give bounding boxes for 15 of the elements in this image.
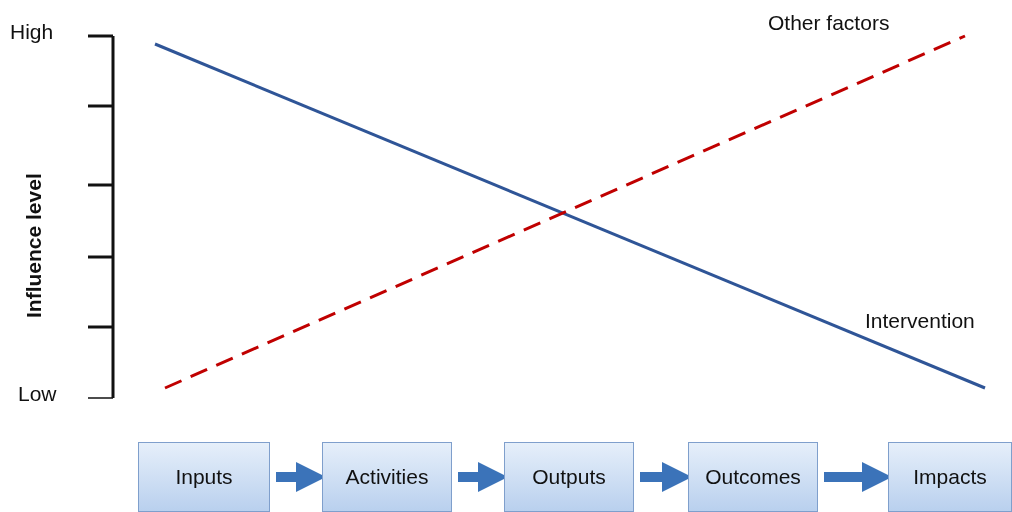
box-label: Outcomes: [705, 465, 801, 489]
process-box: [322, 442, 452, 512]
process-box: [888, 442, 1012, 512]
process-box: [504, 442, 634, 512]
axis-label: Low: [18, 382, 57, 406]
process-box: [138, 442, 270, 512]
process-box: [688, 442, 818, 512]
box-label: Activities: [345, 465, 429, 489]
axis-label: High: [10, 20, 54, 44]
box-label: Impacts: [913, 465, 987, 489]
line-label: Intervention: [865, 309, 975, 333]
axis-title: Influence level: [22, 173, 46, 318]
line-label: Other factors: [768, 11, 890, 35]
box-label: Inputs: [175, 465, 233, 489]
box-label: Outputs: [532, 465, 606, 489]
